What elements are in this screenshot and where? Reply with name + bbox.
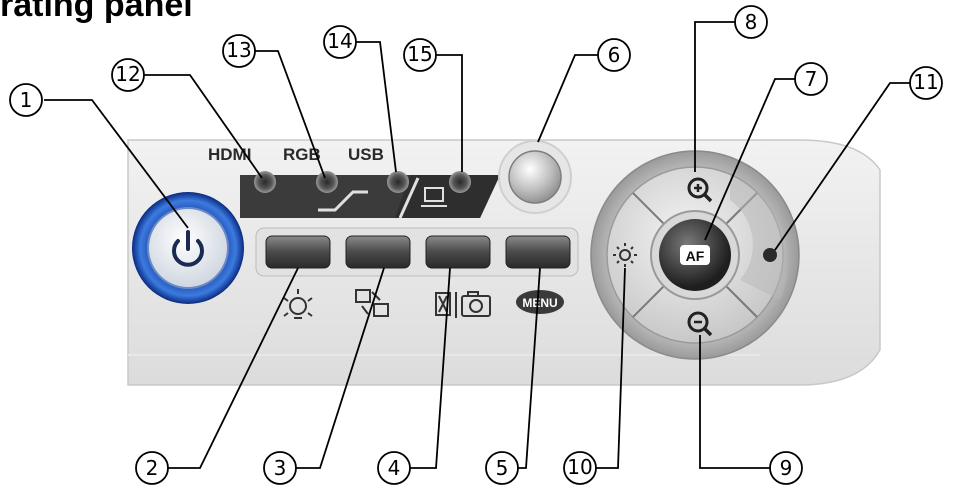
hdmi-indicator — [254, 171, 276, 193]
svg-text:8: 8 — [745, 10, 758, 34]
callout-15: 15 — [403, 38, 437, 72]
hourglass-icon — [435, 292, 451, 316]
callout-3: 3 — [263, 451, 297, 485]
callout-line-11 — [774, 82, 910, 251]
callout-line-5 — [518, 267, 541, 469]
usb-label: USB — [348, 145, 384, 164]
dpad-seam — [632, 282, 668, 318]
callout-line-13 — [255, 50, 326, 179]
callout-line-3 — [296, 267, 385, 469]
callout-2: 2 — [135, 451, 169, 485]
callout-6: 6 — [597, 38, 631, 72]
callout-line-14 — [356, 41, 397, 173]
computer-icon — [421, 187, 447, 207]
callout-line-12 — [144, 74, 263, 179]
camera-icon — [461, 291, 491, 317]
callout-10: 10 — [563, 451, 597, 485]
connection-icon — [318, 190, 368, 212]
power-icon — [172, 230, 204, 267]
svg-text:3: 3 — [274, 456, 287, 480]
callout-line-15 — [436, 54, 463, 172]
callout-4: 4 — [377, 451, 411, 485]
callout-9: 9 — [769, 451, 803, 485]
svg-text:12: 12 — [115, 62, 140, 86]
callout-line-9 — [699, 335, 770, 469]
freeze-button[interactable] — [763, 248, 777, 262]
af-button[interactable]: AF — [650, 210, 740, 300]
svg-text:11: 11 — [913, 70, 938, 94]
callout-line-7 — [704, 78, 795, 241]
dpad-seam — [632, 192, 668, 228]
svg-text:15: 15 — [407, 42, 432, 66]
menu-badge: MENU — [516, 290, 564, 314]
strip-divider — [398, 177, 420, 219]
callout-line-4 — [410, 267, 451, 469]
dpad-shading — [730, 175, 788, 300]
picture-swap-button[interactable] — [345, 235, 411, 269]
dpad-seam — [722, 282, 758, 318]
af-label: AF — [686, 248, 705, 264]
picture-swap-icon — [355, 289, 389, 317]
callout-7: 7 — [794, 62, 828, 96]
button-row — [255, 227, 579, 277]
zoom-out-icon — [687, 311, 709, 333]
connector-strip-pc — [395, 175, 500, 218]
svg-text:13: 13 — [226, 38, 251, 62]
rgb-indicator — [316, 171, 338, 193]
af-badge — [680, 245, 710, 265]
svg-text:5: 5 — [496, 456, 509, 480]
callout-line-8 — [694, 21, 735, 172]
callout-8: 8 — [734, 5, 768, 39]
lamp-icon — [283, 289, 313, 319]
callout-1: 1 — [9, 83, 43, 117]
knob-button[interactable] — [498, 140, 572, 214]
brightness-button[interactable] — [613, 243, 637, 267]
svg-text:2: 2 — [146, 456, 159, 480]
callout-line-2 — [168, 267, 299, 469]
svg-text:7: 7 — [805, 67, 818, 91]
freeze-icon — [763, 248, 777, 262]
hdmi-label: HDMI — [208, 145, 251, 164]
menu-button[interactable] — [505, 235, 571, 269]
power-button[interactable] — [132, 192, 244, 304]
svg-text:14: 14 — [327, 29, 352, 53]
callout-12: 12 — [111, 58, 145, 92]
timer-capture-button[interactable] — [425, 235, 491, 269]
button-row-bezel — [255, 227, 579, 277]
lamp-button[interactable] — [265, 235, 331, 269]
pc-indicator — [449, 171, 471, 193]
callout-5: 5 — [485, 451, 519, 485]
brightness-icon — [613, 243, 637, 267]
callout-line-1 — [44, 99, 189, 229]
callout-13: 13 — [222, 34, 256, 68]
svg-text:6: 6 — [608, 43, 621, 67]
zoom-out-button[interactable] — [687, 311, 713, 337]
svg-text:10: 10 — [567, 455, 592, 479]
menu-label: MENU — [522, 296, 557, 310]
knob-face — [508, 150, 562, 204]
usb-indicator — [387, 171, 409, 193]
rgb-label: RGB — [283, 145, 321, 164]
callout-markers: 1 12 13 14 15 6 8 7 11 2 3 4 5 10 9 — [9, 5, 943, 485]
callout-line-10 — [596, 267, 626, 469]
svg-text:9: 9 — [780, 456, 793, 480]
svg-text:1: 1 — [20, 88, 33, 112]
svg-text:4: 4 — [388, 456, 401, 480]
zoom-in-icon — [687, 177, 709, 199]
callout-line-6 — [537, 54, 598, 143]
zoom-in-button[interactable] — [687, 177, 713, 203]
page-title: rating panel — [0, 0, 193, 24]
callout-lines — [44, 21, 910, 469]
callout-14: 14 — [323, 25, 357, 59]
callout-11: 11 — [909, 66, 943, 100]
